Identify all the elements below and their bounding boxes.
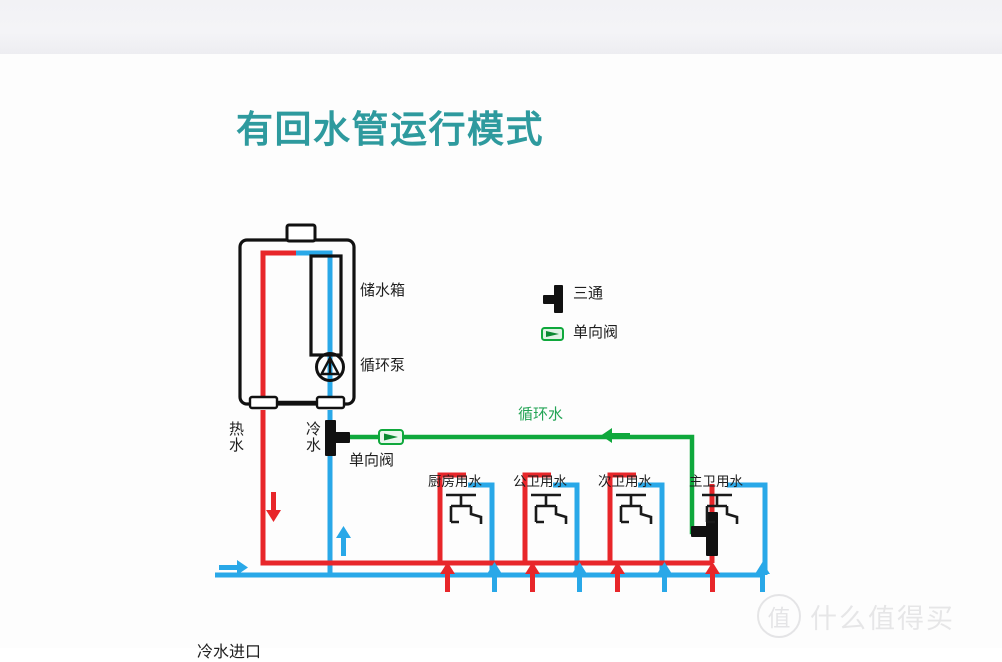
flow-arrow-cold-up-main [336, 526, 351, 556]
plumbing-diagram [215, 223, 770, 592]
heater-outlet-fittings [248, 395, 346, 410]
storage-tank-element [309, 254, 343, 357]
flow-arrow-hot-up-master [705, 562, 720, 592]
faucet-public-bath-icon [531, 493, 568, 524]
top-bar [0, 0, 1002, 55]
check-valve-label: 单向阀 [349, 452, 395, 469]
flow-arrow-hot-up-secondary [610, 562, 625, 592]
legend-check-valve-icon [541, 327, 564, 341]
diagram-canvas: 有回水管运行模式 储水箱 循环泵 三通 单向阀 热水 冷水 单向阀 循环水 冷水… [0, 54, 1002, 661]
watermark-text: 什么值得买 [810, 603, 955, 635]
water-heater-body [238, 223, 356, 406]
flow-arrow-cold-up-secondary [657, 562, 672, 592]
watermark-badge: 值 [757, 594, 801, 638]
fixture-label-master-bath: 主卫用水 [689, 474, 743, 489]
flow-arrow-cold-up-kitchen [487, 562, 502, 592]
check-valve-inline-icon [378, 429, 404, 445]
legend-label-check-valve: 单向阀 [573, 324, 619, 341]
legend-tee-icon [543, 285, 563, 313]
fixture-label-kitchen: 厨房用水 [428, 474, 482, 489]
faucet-secondary-bath-icon [616, 493, 653, 524]
tee-joint-master-bath-icon [691, 512, 718, 556]
cold-water-label: 冷水 [305, 421, 321, 454]
tee-joint-cold-line-icon [325, 420, 350, 456]
flow-arrow-hot-down [266, 492, 281, 522]
hot-water-label: 热水 [228, 421, 244, 454]
flow-arrow-circulation-left [601, 428, 630, 443]
circulation-pump-icon [315, 352, 345, 382]
storage-tank-label: 储水箱 [360, 282, 406, 299]
cold-water-inlet-label: 冷水进口 [197, 644, 262, 661]
flow-arrow-hot-up-kitchen [440, 562, 455, 592]
circulation-water-label: 循环水 [518, 406, 564, 423]
flow-arrow-hot-up-public [525, 562, 540, 592]
fixture-label-secondary-bath: 次卫用水 [598, 474, 652, 489]
faucet-kitchen-icon [446, 493, 483, 524]
cold-water-pipes [215, 250, 768, 578]
flow-arrow-cold-inlet-right [219, 560, 248, 575]
faucet-master-bath-icon [702, 493, 739, 524]
watermark: 值 什么值得买 [757, 594, 955, 638]
page-title: 有回水管运行模式 [236, 108, 544, 151]
flow-arrow-cold-up-public [572, 562, 587, 592]
fixture-label-public-bath: 公卫用水 [513, 474, 567, 489]
legend-label-tee: 三通 [573, 285, 604, 302]
flow-arrow-cold-up-master [755, 562, 770, 592]
circulation-pump-label: 循环泵 [360, 357, 406, 374]
